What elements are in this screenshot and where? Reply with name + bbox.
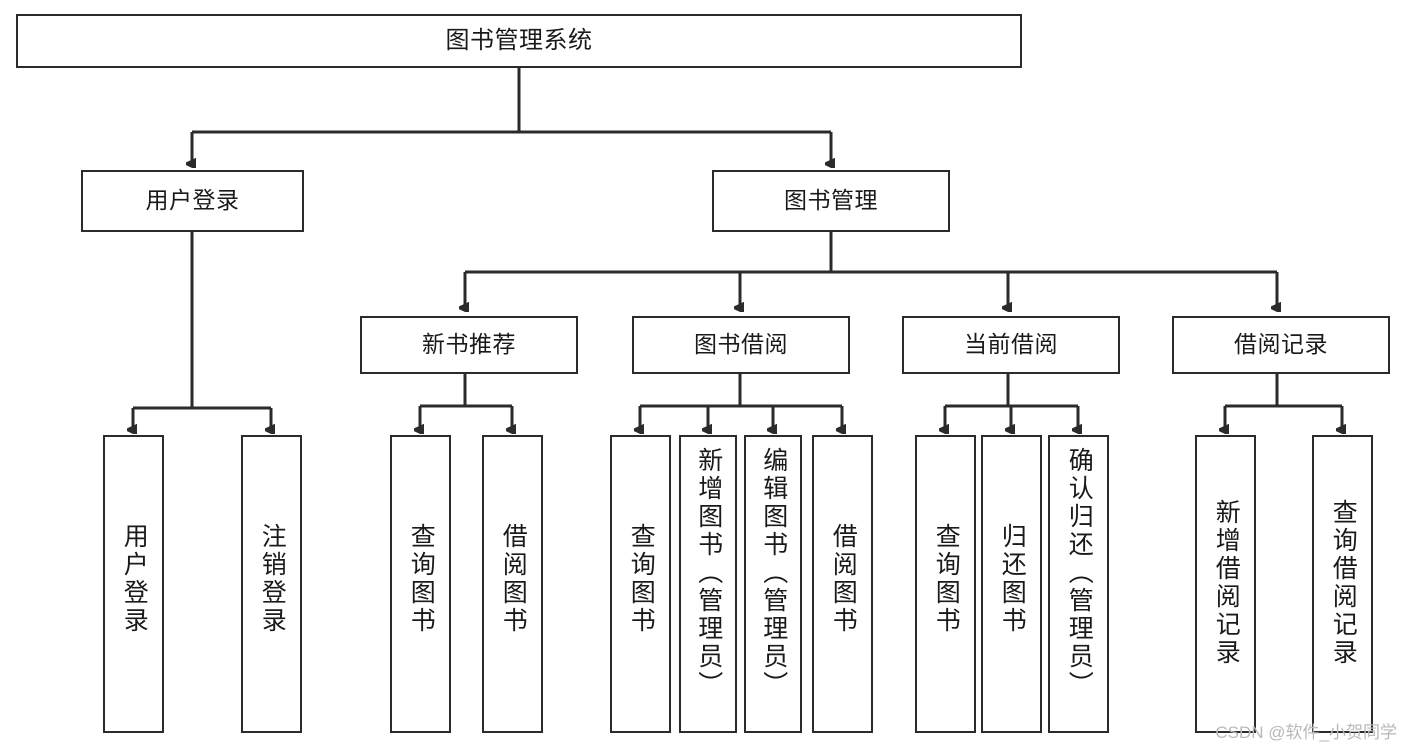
node-leaf-add-book-admin[interactable]: 新增图书（管理员） — [679, 435, 737, 733]
node-leaf-borrow-query-book[interactable]: 查询图书 — [610, 435, 671, 733]
node-leaf-recommend-borrow-book-label: 借阅图书 — [499, 523, 528, 635]
node-leaf-confirm-return-admin-label: 确认归还（管理员） — [1065, 447, 1094, 699]
node-leaf-query-borrow-record[interactable]: 查询借阅记录 — [1312, 435, 1373, 733]
node-user-login[interactable]: 用户登录 — [81, 170, 304, 232]
node-leaf-recommend-borrow-book[interactable]: 借阅图书 — [482, 435, 543, 733]
node-current-borrow-label: 当前借阅 — [964, 331, 1058, 358]
node-leaf-confirm-return-admin[interactable]: 确认归还（管理员） — [1048, 435, 1109, 733]
node-leaf-user-logout[interactable]: 注销登录 — [241, 435, 302, 733]
node-leaf-recommend-query-book-label: 查询图书 — [407, 523, 436, 635]
node-leaf-borrow-lend-book-label: 借阅图书 — [829, 523, 858, 635]
node-leaf-recommend-query-book[interactable]: 查询图书 — [390, 435, 451, 733]
node-book-manage-label: 图书管理 — [784, 187, 878, 214]
node-new-book-recommend-label: 新书推荐 — [422, 331, 516, 358]
node-borrow-record[interactable]: 借阅记录 — [1172, 316, 1390, 374]
node-borrow-record-label: 借阅记录 — [1234, 331, 1328, 358]
node-leaf-user-logout-label: 注销登录 — [258, 523, 287, 635]
node-new-book-recommend[interactable]: 新书推荐 — [360, 316, 578, 374]
node-current-borrow[interactable]: 当前借阅 — [902, 316, 1120, 374]
node-leaf-return-book[interactable]: 归还图书 — [981, 435, 1042, 733]
node-leaf-borrow-query-book-label: 查询图书 — [627, 523, 656, 635]
node-leaf-add-borrow-record[interactable]: 新增借阅记录 — [1195, 435, 1256, 733]
node-user-login-label: 用户登录 — [145, 187, 240, 214]
node-book-manage[interactable]: 图书管理 — [712, 170, 950, 232]
node-book-borrow[interactable]: 图书借阅 — [632, 316, 850, 374]
node-leaf-query-borrow-record-label: 查询借阅记录 — [1329, 499, 1358, 667]
node-leaf-add-book-admin-label: 新增图书（管理员） — [694, 447, 723, 699]
node-leaf-user-login-label: 用户登录 — [120, 523, 149, 635]
node-leaf-return-book-label: 归还图书 — [998, 523, 1027, 635]
node-leaf-edit-book-admin-label: 编辑图书（管理员） — [759, 447, 788, 699]
node-leaf-borrow-lend-book[interactable]: 借阅图书 — [812, 435, 873, 733]
node-leaf-current-query-book-label: 查询图书 — [932, 523, 961, 635]
node-leaf-current-query-book[interactable]: 查询图书 — [915, 435, 976, 733]
node-book-borrow-label: 图书借阅 — [694, 331, 788, 358]
node-leaf-edit-book-admin[interactable]: 编辑图书（管理员） — [744, 435, 802, 733]
node-root-label: 图书管理系统 — [445, 26, 593, 54]
node-leaf-add-borrow-record-label: 新增借阅记录 — [1212, 499, 1241, 667]
node-leaf-user-login[interactable]: 用户登录 — [103, 435, 164, 733]
node-root-book-management-system[interactable]: 图书管理系统 — [16, 14, 1022, 68]
